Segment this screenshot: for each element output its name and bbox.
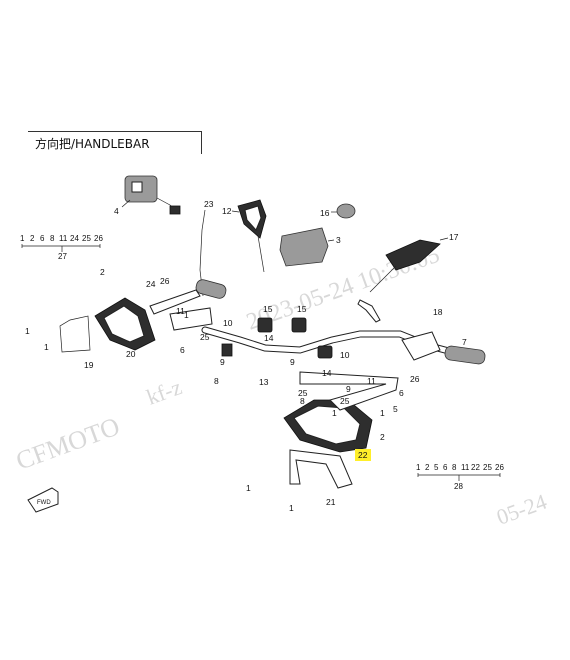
callout-26: 26 xyxy=(160,276,170,286)
callout-1: 1 xyxy=(184,310,189,320)
callout-23: 23 xyxy=(204,199,214,209)
callout-9: 9 xyxy=(346,384,351,394)
callouts: 4 23 12 16 3 17 2 24 26 1 15 15 10 10 18… xyxy=(25,199,467,513)
part-17-right-mirror xyxy=(369,237,449,293)
watermark-code: kf-z xyxy=(143,374,185,410)
callout-10: 10 xyxy=(223,318,233,328)
group-27-item: 26 xyxy=(94,234,103,243)
callout-9: 9 xyxy=(220,357,225,367)
part-14-clamp-right xyxy=(291,317,307,333)
callout-25: 25 xyxy=(340,396,350,406)
callout-8: 8 xyxy=(214,376,219,386)
callout-16: 16 xyxy=(320,208,330,218)
group-27-item: 11 xyxy=(59,234,68,243)
group-27: 1 2 6 8 11 24 25 26 27 xyxy=(20,234,103,261)
callout-7: 7 xyxy=(462,337,467,347)
part-14-clamp-left xyxy=(257,317,273,333)
part-24-brace xyxy=(149,289,201,315)
group-28-total: 28 xyxy=(454,482,463,491)
callout-24: 24 xyxy=(146,279,156,289)
page-title: 方向把/HANDLEBAR xyxy=(35,137,150,151)
callout-13: 13 xyxy=(259,377,269,387)
callout-6: 6 xyxy=(399,388,404,398)
part-7-right-grip xyxy=(444,345,486,365)
callout-11: 11 xyxy=(176,306,185,316)
callout-1: 1 xyxy=(246,483,251,493)
highlight-marker: 22 xyxy=(355,449,371,461)
group-28-item: 6 xyxy=(443,463,448,472)
part-18-right-switch xyxy=(401,331,441,361)
callout-15: 15 xyxy=(263,304,273,314)
group-28-item: 26 xyxy=(495,463,504,472)
group-28: 1 2 5 6 8 11 22 25 26 28 xyxy=(416,463,504,491)
part-11-clamp xyxy=(169,307,213,331)
group-28-item: 8 xyxy=(452,463,457,472)
watermark-stamp-tail: 05-24 xyxy=(493,489,550,530)
group-28-item: 5 xyxy=(434,463,439,472)
callout-5: 5 xyxy=(393,404,398,414)
callout-21: 21 xyxy=(326,497,336,507)
callout-3: 3 xyxy=(336,235,341,245)
part-3-cover xyxy=(279,227,329,267)
callout-1: 1 xyxy=(332,408,337,418)
callout-14: 14 xyxy=(322,368,332,378)
callout-4: 4 xyxy=(114,206,119,216)
group-28-item: 1 xyxy=(416,463,421,472)
fwd-arrow-icon: FWD xyxy=(27,487,59,513)
callout-17: 17 xyxy=(449,232,459,242)
group-28-item: 11 xyxy=(461,463,470,472)
part-left-grip xyxy=(195,279,227,299)
callout-1: 1 xyxy=(289,503,294,513)
callout-25: 25 xyxy=(298,388,308,398)
callout-1: 1 xyxy=(380,408,385,418)
callout-20: 20 xyxy=(126,349,136,359)
group-28-item: 2 xyxy=(425,463,430,472)
group-27-item: 25 xyxy=(82,234,91,243)
callout-25: 25 xyxy=(200,332,210,342)
callout-19: 19 xyxy=(84,360,94,370)
part-21-guard xyxy=(289,449,353,489)
highlight-label: 22 xyxy=(358,450,368,460)
part-right-lever xyxy=(357,299,381,323)
group-27-item: 1 xyxy=(20,234,25,243)
callout-9: 9 xyxy=(290,357,295,367)
callout-18: 18 xyxy=(433,307,443,317)
part-22-right-handguard xyxy=(283,399,373,453)
part-9-riser xyxy=(221,343,233,357)
watermark: CFMOTO kf-z 2023-05-24 10:30:05 05-24 xyxy=(12,242,550,530)
callout-12: 12 xyxy=(222,206,232,216)
watermark-brand: CFMOTO xyxy=(12,411,123,475)
callout-15: 15 xyxy=(297,304,307,314)
group-27-item: 2 xyxy=(30,234,35,243)
group-27-total: 27 xyxy=(58,252,67,261)
part-20-left-handguard xyxy=(94,297,156,351)
group-28-item: 22 xyxy=(471,463,480,472)
part-4-switch-housing xyxy=(121,175,181,215)
callout-2: 2 xyxy=(380,432,385,442)
callout-10: 10 xyxy=(340,350,350,360)
callout-2: 2 xyxy=(100,267,105,277)
callout-26: 26 xyxy=(410,374,420,384)
callout-11: 11 xyxy=(367,376,376,386)
part-16-cap xyxy=(336,203,356,219)
callout-1: 1 xyxy=(25,326,30,336)
callout-8: 8 xyxy=(300,396,305,406)
part-10-clamp xyxy=(317,345,333,359)
group-27-item: 6 xyxy=(40,234,45,243)
fwd-arrow-label: FWD xyxy=(37,500,51,506)
title-frame xyxy=(28,131,202,154)
callout-14: 14 xyxy=(264,333,274,343)
part-5-brace xyxy=(299,371,399,411)
group-27-item: 24 xyxy=(70,234,79,243)
group-28-item: 25 xyxy=(483,463,492,472)
callout-1: 1 xyxy=(44,342,49,352)
callout-6: 6 xyxy=(180,345,185,355)
part-19-bracket xyxy=(59,315,91,353)
part-12-left-mirror xyxy=(231,199,267,273)
group-27-item: 8 xyxy=(50,234,55,243)
